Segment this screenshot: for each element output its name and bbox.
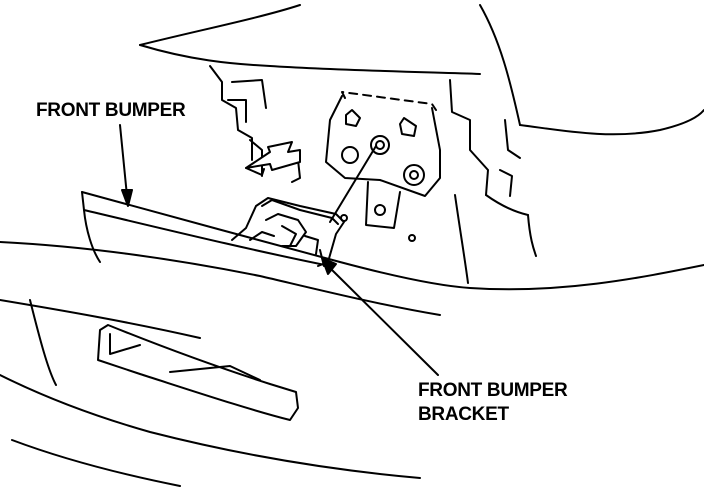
removal-direction-arrow [245,141,301,176]
front-bumper-leader [119,124,128,197]
body-panel-right [449,79,537,284]
front-bumper-label: FRONT BUMPER [36,100,186,121]
bracket-leader [327,265,439,376]
fog-light-opening [97,324,299,421]
front-bumper-body [0,191,704,487]
front-bumper-bracket-label-line2: BRACKET [418,404,509,425]
bolt-leader [329,145,377,223]
fender-cavity [209,65,301,183]
leader-lines [119,124,439,376]
front-bumper-bracket-label-line1: FRONT BUMPER [418,380,568,401]
bumper-bracket-part [231,197,345,267]
mounting-plate [325,91,441,242]
hood-outline [139,4,704,136]
